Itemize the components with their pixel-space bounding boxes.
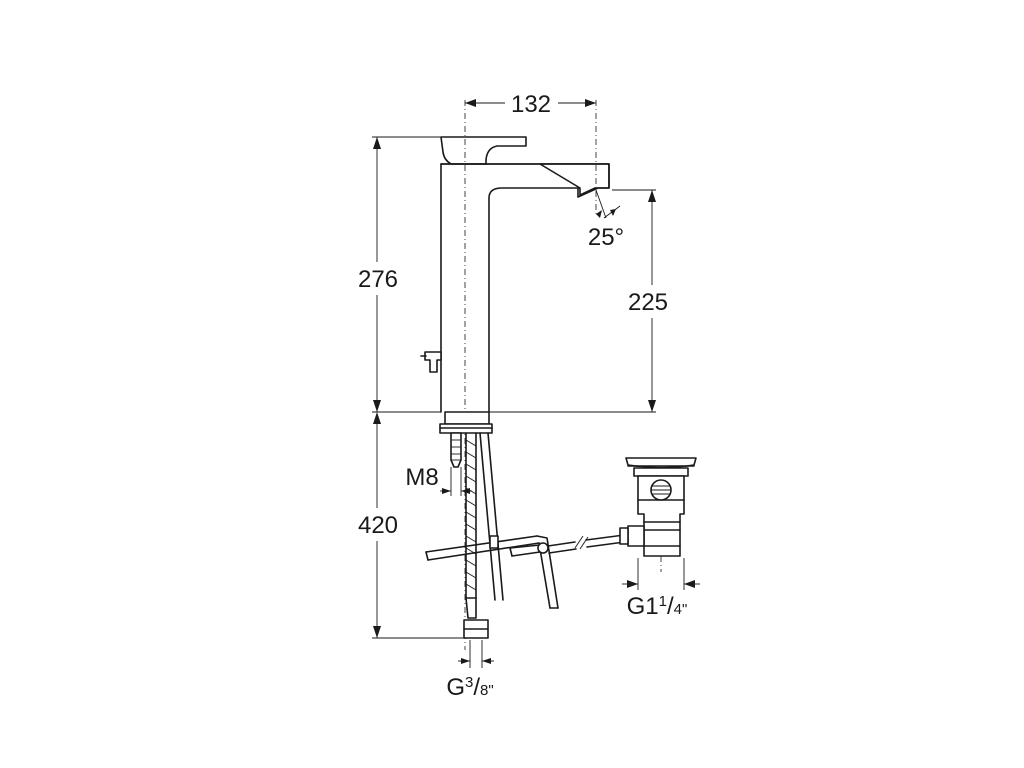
dimension-g114: G11/4" [622, 556, 700, 620]
dimension-225: 225 [489, 189, 668, 413]
drain-side-connector [627, 525, 645, 547]
spout [539, 163, 610, 196]
threaded-stud [450, 432, 462, 468]
faucet-column [440, 163, 581, 413]
dimension-132: 132 [465, 91, 596, 118]
dimension-276-label: 276 [358, 266, 398, 293]
dimension-m8-label: M8 [405, 464, 438, 491]
dimension-m8: M8 [405, 464, 472, 496]
angle-25: 25° [588, 189, 624, 251]
dimension-276: 276 [358, 136, 441, 413]
popup-drain [619, 457, 697, 557]
angle-25-label: 25° [588, 224, 624, 251]
dimension-132-label: 132 [511, 91, 551, 118]
linkage-rod-left [425, 535, 540, 561]
break-mark [574, 535, 589, 550]
drain-body [637, 475, 685, 557]
dimension-g38-label: G3/8" [446, 674, 493, 701]
popup-rod-knob [424, 351, 442, 373]
lever-handle [440, 136, 527, 165]
drain-flange [633, 467, 689, 477]
faucet-body [420, 136, 610, 413]
hose-right [479, 432, 504, 601]
hose-end-fitting [465, 597, 477, 619]
dimension-225-label: 225 [628, 289, 668, 316]
linkage-joint [537, 542, 549, 554]
hose-left [465, 432, 477, 599]
dimension-420: 420 [358, 411, 464, 639]
dimension-420-label: 420 [358, 512, 398, 539]
dimension-g38: G3/8" [446, 640, 494, 701]
flexible-hoses [463, 432, 504, 639]
dimension-g114-label: G11/4" [627, 593, 688, 620]
popup-linkage [425, 533, 633, 609]
linkage-rod-vertical [536, 535, 559, 609]
mounting-flange [444, 411, 490, 425]
